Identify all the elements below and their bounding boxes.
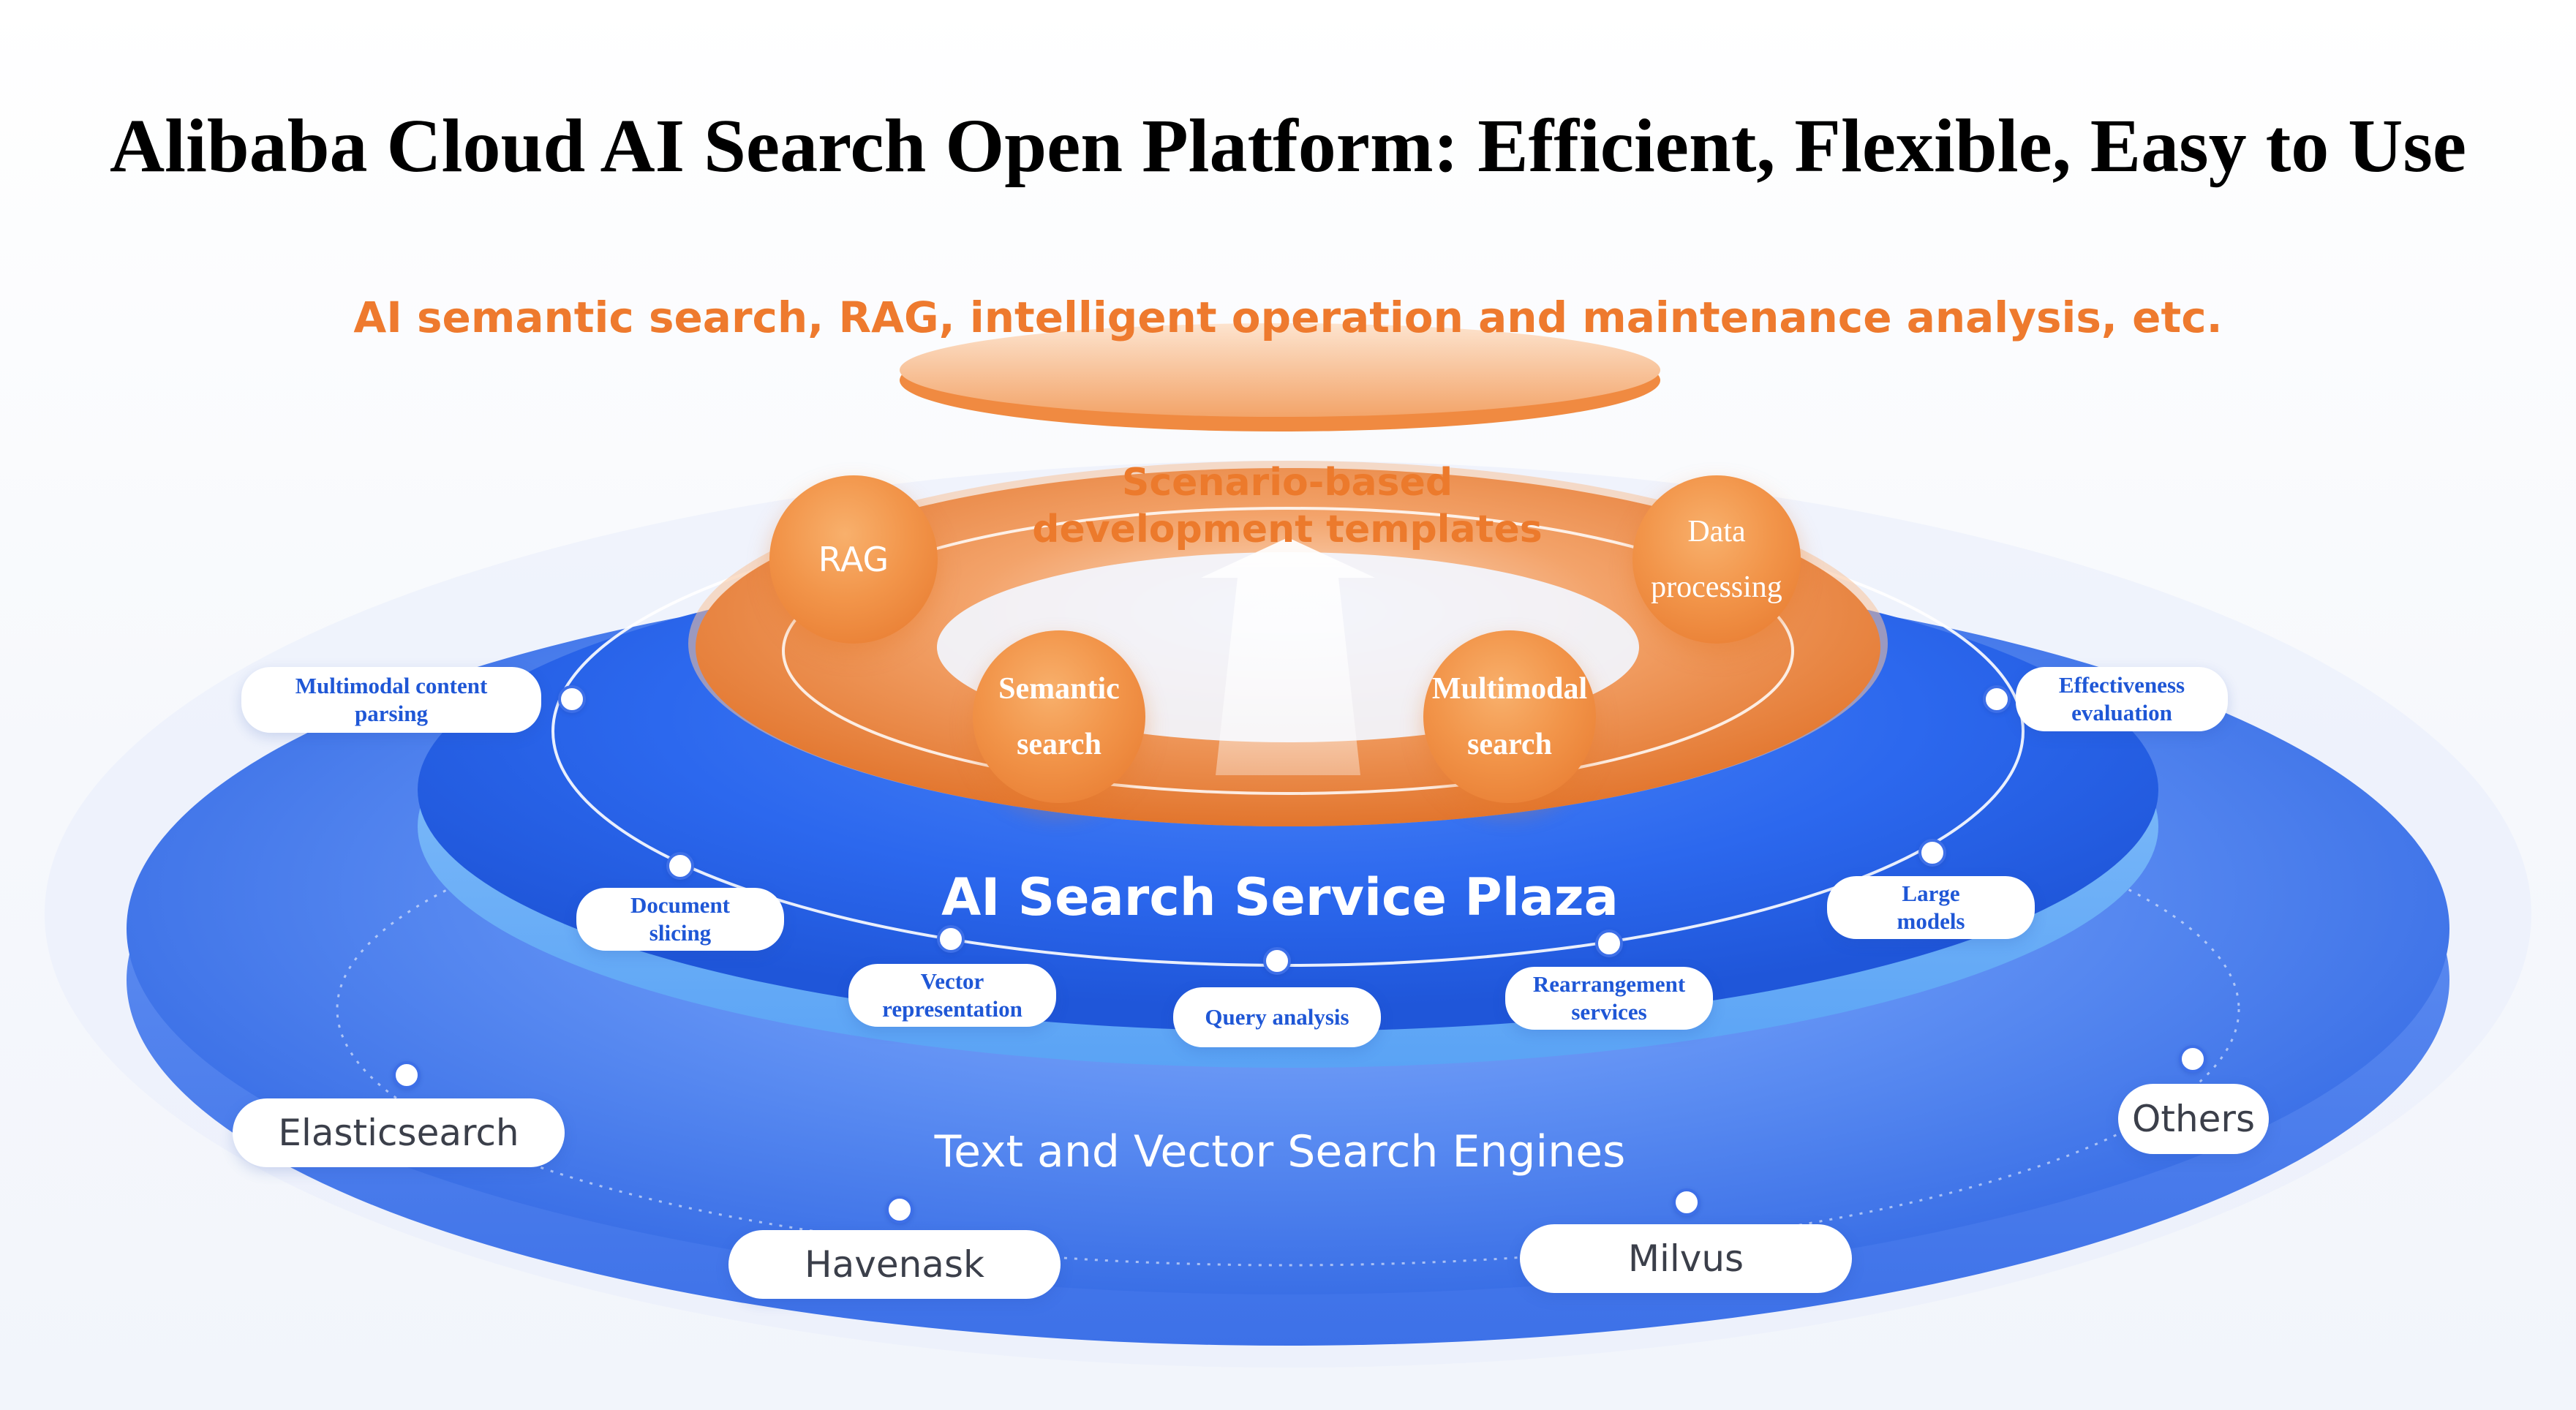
top-layer-top <box>900 323 1660 417</box>
service-multimodal-parsing: Multimodal content parsing <box>241 667 541 733</box>
template-multimodal-label-2: search <box>1467 728 1552 761</box>
engine-elasticsearch-label: Elasticsearch <box>278 1112 519 1154</box>
connector-dot <box>1673 1188 1701 1216</box>
service-layer-label: AI Search Service Plaza <box>941 867 1619 927</box>
engine-elasticsearch: Elasticsearch <box>233 1098 565 1167</box>
template-semantic-search: Semantic search <box>973 630 1145 803</box>
engine-havenask: Havenask <box>728 1230 1061 1299</box>
engine-havenask-label: Havenask <box>805 1243 984 1286</box>
template-multimodal-label-1: Multimodal <box>1431 672 1588 706</box>
top-layer-label: AI semantic search, RAG, intelligent ope… <box>353 293 2223 342</box>
templates-label-line2: development templates <box>1032 508 1543 551</box>
templates-layer-ring <box>782 507 1794 795</box>
service-effectiveness-label-1: Effectiveness <box>2058 672 2185 698</box>
template-data-processing: Data processing <box>1632 475 1801 644</box>
up-arrow-icon <box>1201 538 1375 775</box>
templates-label-line1: Scenario-based <box>1121 461 1453 505</box>
connector-dot <box>2179 1045 2207 1073</box>
service-effectiveness-label-2: evaluation <box>2071 700 2172 725</box>
connector-dot <box>666 852 694 880</box>
engine-others-label: Others <box>2131 1098 2256 1140</box>
page-title: Alibaba Cloud AI Search Open Platform: E… <box>109 104 2467 188</box>
template-rag-label: RAG <box>818 540 889 579</box>
template-semantic-label-2: search <box>1017 728 1101 761</box>
service-large-label-1: Large <box>1902 881 1960 906</box>
connector-dot <box>1983 685 2011 713</box>
engine-milvus-label: Milvus <box>1627 1237 1744 1280</box>
template-data-label-1: Data <box>1687 515 1746 548</box>
connector-dot <box>1918 839 1946 867</box>
service-document-label-2: slicing <box>649 920 712 946</box>
service-query-label: Query analysis <box>1205 1004 1349 1030</box>
connector-dot <box>558 685 586 713</box>
connector-dot <box>1595 930 1623 957</box>
template-multimodal-search: Multimodal search <box>1423 630 1596 803</box>
service-large-label-2: models <box>1897 908 1965 934</box>
connector-dot <box>937 925 965 953</box>
service-rearrangement-label-1: Rearrangement <box>1532 971 1686 997</box>
template-data-label-2: processing <box>1651 570 1782 604</box>
engine-others: Others <box>2118 1084 2269 1154</box>
connector-dot <box>393 1061 421 1089</box>
engine-milvus: Milvus <box>1520 1224 1852 1293</box>
service-rearrangement-label-2: services <box>1571 999 1647 1025</box>
engine-layer-label: Text and Vector Search Engines <box>934 1126 1626 1177</box>
connector-dot <box>886 1196 914 1224</box>
service-vector-label-1: Vector <box>920 968 984 994</box>
connector-dot <box>1263 947 1291 975</box>
templates-layer-label: Scenario-based development templates <box>995 459 1580 553</box>
template-rag: RAG <box>769 475 938 644</box>
service-document-label-1: Document <box>630 892 731 918</box>
template-semantic-label-1: Semantic <box>998 672 1120 706</box>
service-query-analysis: Query analysis <box>1173 987 1381 1047</box>
service-multimodal-label-1: Multimodal content <box>295 673 488 698</box>
service-multimodal-label-2: parsing <box>355 701 428 726</box>
service-vector-label-2: representation <box>882 996 1023 1022</box>
